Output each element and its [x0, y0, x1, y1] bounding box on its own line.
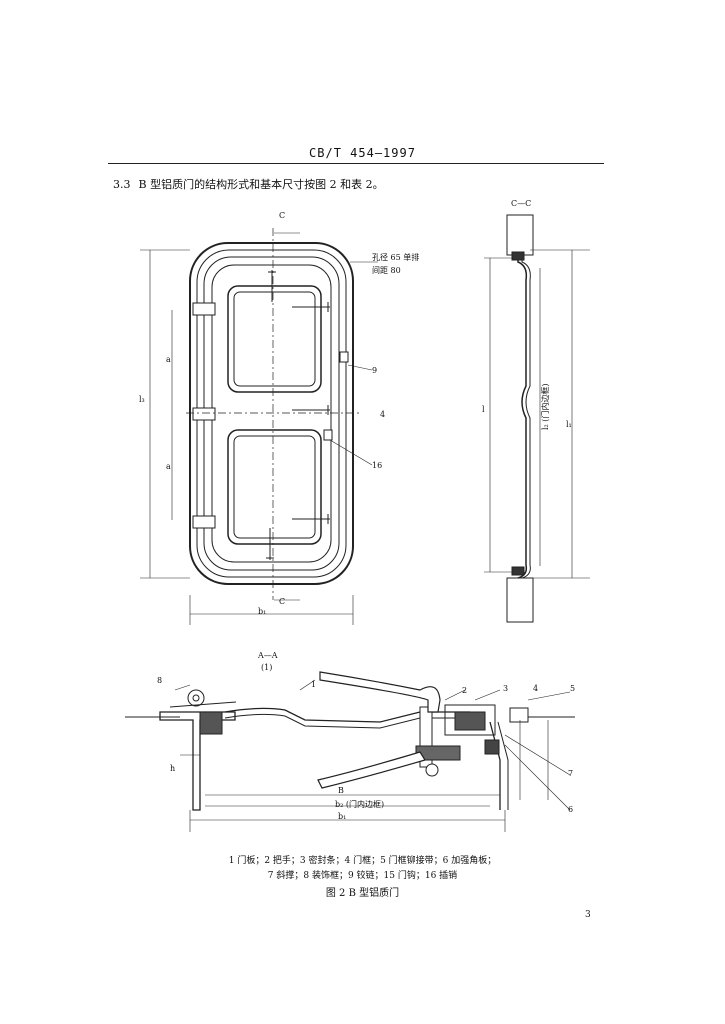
header-rule [108, 163, 604, 164]
section-label-aa-top: A—A [258, 651, 278, 660]
door-front-view [189, 242, 354, 585]
section-view [125, 671, 575, 832]
callout-2: 2 [462, 686, 468, 695]
center-lines [186, 228, 362, 600]
clause-number: 3.3 [113, 178, 131, 191]
callout-8: 7 [568, 769, 574, 778]
callout-4: 4 [533, 684, 539, 693]
dim-l-side: l [482, 405, 485, 414]
clause-text: 3.3 B 型铝质门的结构形式和基本尺寸按图 2 和表 2。 [113, 176, 392, 192]
dim-l3: l₃ [139, 395, 145, 404]
dim-l1-side: l₁ [566, 420, 572, 429]
page-header: CB/T 454—1997 [309, 146, 416, 160]
callout-3: 3 [503, 684, 509, 693]
callout-11: 9 [372, 366, 378, 375]
callout-7: 6 [568, 805, 574, 814]
dim-a-upper: a [166, 355, 171, 364]
section-mark-c-bottom: C [279, 597, 286, 606]
note-hole-line1: 孔径 65 单排 [372, 253, 420, 262]
figure-caption: 图 2 B 型铝质门 [325, 888, 400, 899]
callout-5: 5 [570, 684, 576, 693]
dim-four-right: 4 [380, 410, 386, 419]
dim-b: B [338, 786, 344, 795]
dim-a-lower: a [166, 462, 171, 471]
side-view [484, 214, 590, 623]
front-view-dimensions [140, 232, 378, 625]
callout-1: 1 [311, 680, 317, 689]
legend-line-2: 7 斜撑；8 装饰框；9 铰链；15 门钩；16 插销 [267, 871, 458, 881]
legend-line-1: 1 门板；2 把手；3 密封条；4 门框；5 门框铆接带；6 加强角板； [228, 856, 497, 866]
note-hole-line2: 间距 80 [372, 266, 401, 275]
page-number: 3 [585, 910, 591, 920]
section-label-cc: C—C [511, 199, 532, 208]
callout-9: 8 [157, 676, 163, 685]
section-mark-c-top: C [279, 211, 286, 220]
clause-body: B 型铝质门的结构形式和基本尺寸按图 2 和表 2。 [138, 178, 384, 191]
callout-16: 16 [372, 461, 383, 470]
dim-l2-side: l₂ (门内边框) [541, 383, 550, 430]
dim-b1-front: b₁ [258, 607, 267, 616]
dim-b1: b₁ [338, 812, 347, 821]
dim-h: h [170, 764, 176, 773]
dim-b2: b₂ (门内边框) [335, 800, 385, 809]
section-label-aa-bottom: (1) [261, 663, 273, 672]
